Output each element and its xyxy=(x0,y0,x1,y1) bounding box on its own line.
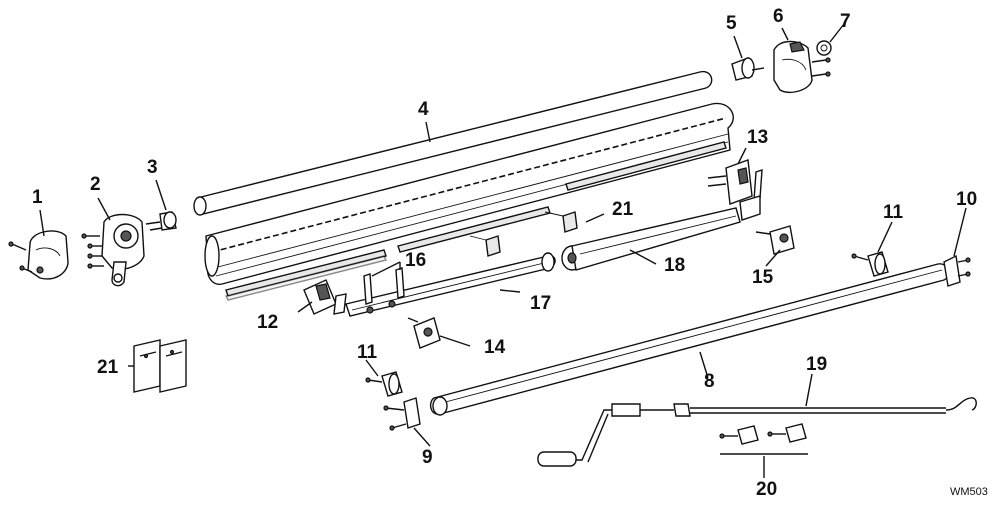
lower-arm-18 xyxy=(561,207,741,271)
callout-16: 16 xyxy=(405,250,427,271)
plug-part xyxy=(816,40,832,56)
callout-20: 20 xyxy=(756,479,778,500)
arm-foot-15 xyxy=(755,225,795,255)
lower-arm-17 xyxy=(345,252,556,317)
callout-11-left: 11 xyxy=(357,342,378,363)
callout-14: 14 xyxy=(484,337,506,358)
clips-20 xyxy=(719,423,808,455)
callout-17: 17 xyxy=(530,293,552,314)
callout-15: 15 xyxy=(752,267,774,288)
drive-adapter-part xyxy=(145,211,177,231)
callout-2: 2 xyxy=(90,174,101,195)
callout-3: 3 xyxy=(147,157,158,178)
callout-13: 13 xyxy=(747,127,769,148)
rail-end-plug-left-11 xyxy=(365,371,403,397)
callout-5: 5 xyxy=(726,13,737,34)
support-arm-bracket-12 xyxy=(303,279,347,315)
callout-21-tabs: 21 xyxy=(612,199,634,220)
awning-case-extrusion xyxy=(204,102,734,301)
callout-11-right: 11 xyxy=(883,202,904,223)
idler-part xyxy=(731,57,765,81)
roller-tube-part xyxy=(193,70,713,216)
support-arm-bracket-13 xyxy=(707,159,763,221)
arm-foot-14 xyxy=(407,317,441,349)
gear-box-part xyxy=(81,213,145,287)
callout-12: 12 xyxy=(257,312,279,333)
rail-end-cap-left-9 xyxy=(383,397,421,431)
end-cap-part xyxy=(8,230,69,280)
callout-18: 18 xyxy=(664,255,686,276)
pins-16 xyxy=(363,267,405,314)
callout-1: 1 xyxy=(32,187,43,208)
crank-handle-19 xyxy=(537,397,977,467)
callout-leaders xyxy=(39,23,967,478)
case-tab-right xyxy=(544,211,578,233)
callout-8: 8 xyxy=(704,371,715,392)
callout-4: 4 xyxy=(418,99,429,120)
callout-9: 9 xyxy=(422,447,433,468)
lead-rail-8 xyxy=(429,263,949,416)
drawing-reference-code: WM503 xyxy=(950,486,988,498)
rail-end-cap-right-10 xyxy=(943,254,971,287)
case-tab-left xyxy=(469,235,501,257)
callout-7: 7 xyxy=(840,11,851,32)
rail-end-plug-right-11 xyxy=(851,251,889,277)
callout-21-plates: 21 xyxy=(97,357,119,378)
right-end-cap-part xyxy=(773,40,831,94)
callout-10: 10 xyxy=(956,189,978,210)
cover-plates-21 xyxy=(133,339,187,393)
callout-19: 19 xyxy=(806,354,828,375)
callout-6: 6 xyxy=(773,6,784,27)
